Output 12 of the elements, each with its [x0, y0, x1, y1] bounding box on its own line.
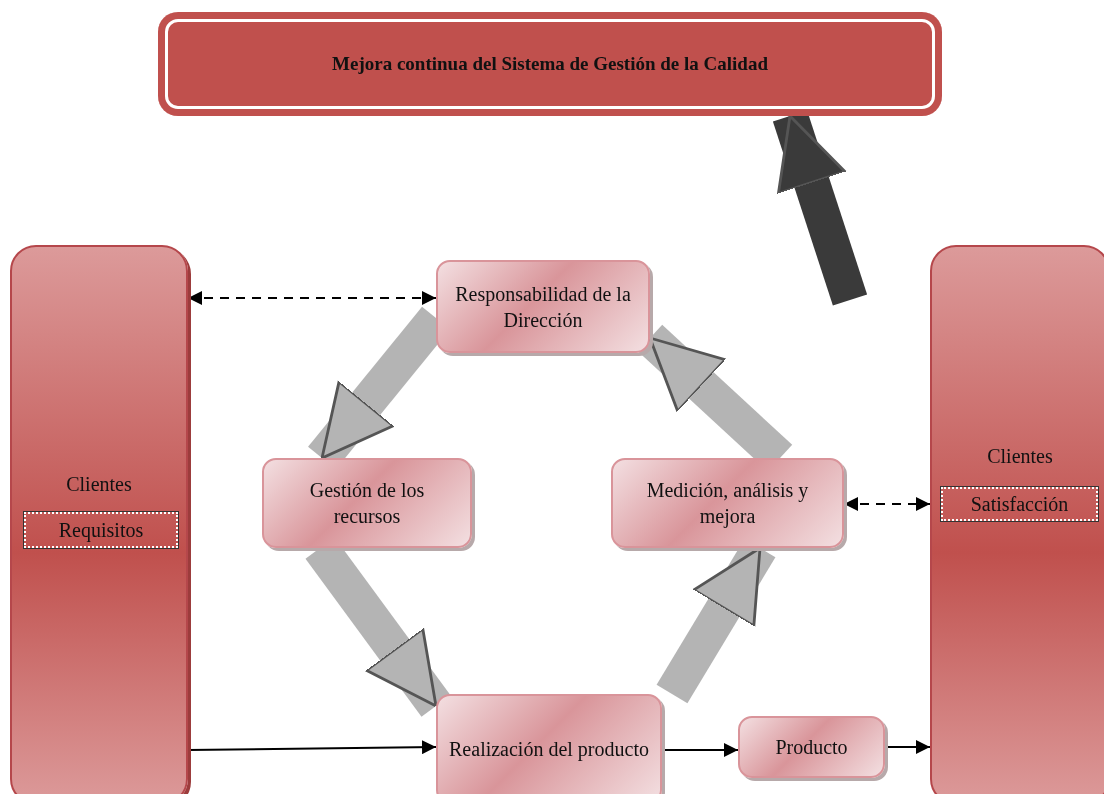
client-label: Clientes	[986, 444, 1054, 469]
client-label: Clientes	[65, 472, 133, 497]
title-banner: Mejora continua del Sistema de Gestión de la Calidad	[158, 12, 942, 116]
process-box: Medición, análisis y mejora	[611, 458, 844, 548]
client-band	[930, 245, 1104, 794]
process-box: Gestión de los recursos	[262, 458, 472, 548]
process-box: Realización del producto	[436, 694, 662, 794]
process-box: Responsabilidad de la Dirección	[436, 260, 650, 353]
requirement-label-box: Requisitos	[24, 512, 178, 548]
process-box: Producto	[738, 716, 885, 778]
satisfaction-label-box: Satisfacción	[941, 487, 1098, 521]
client-band	[10, 245, 188, 794]
